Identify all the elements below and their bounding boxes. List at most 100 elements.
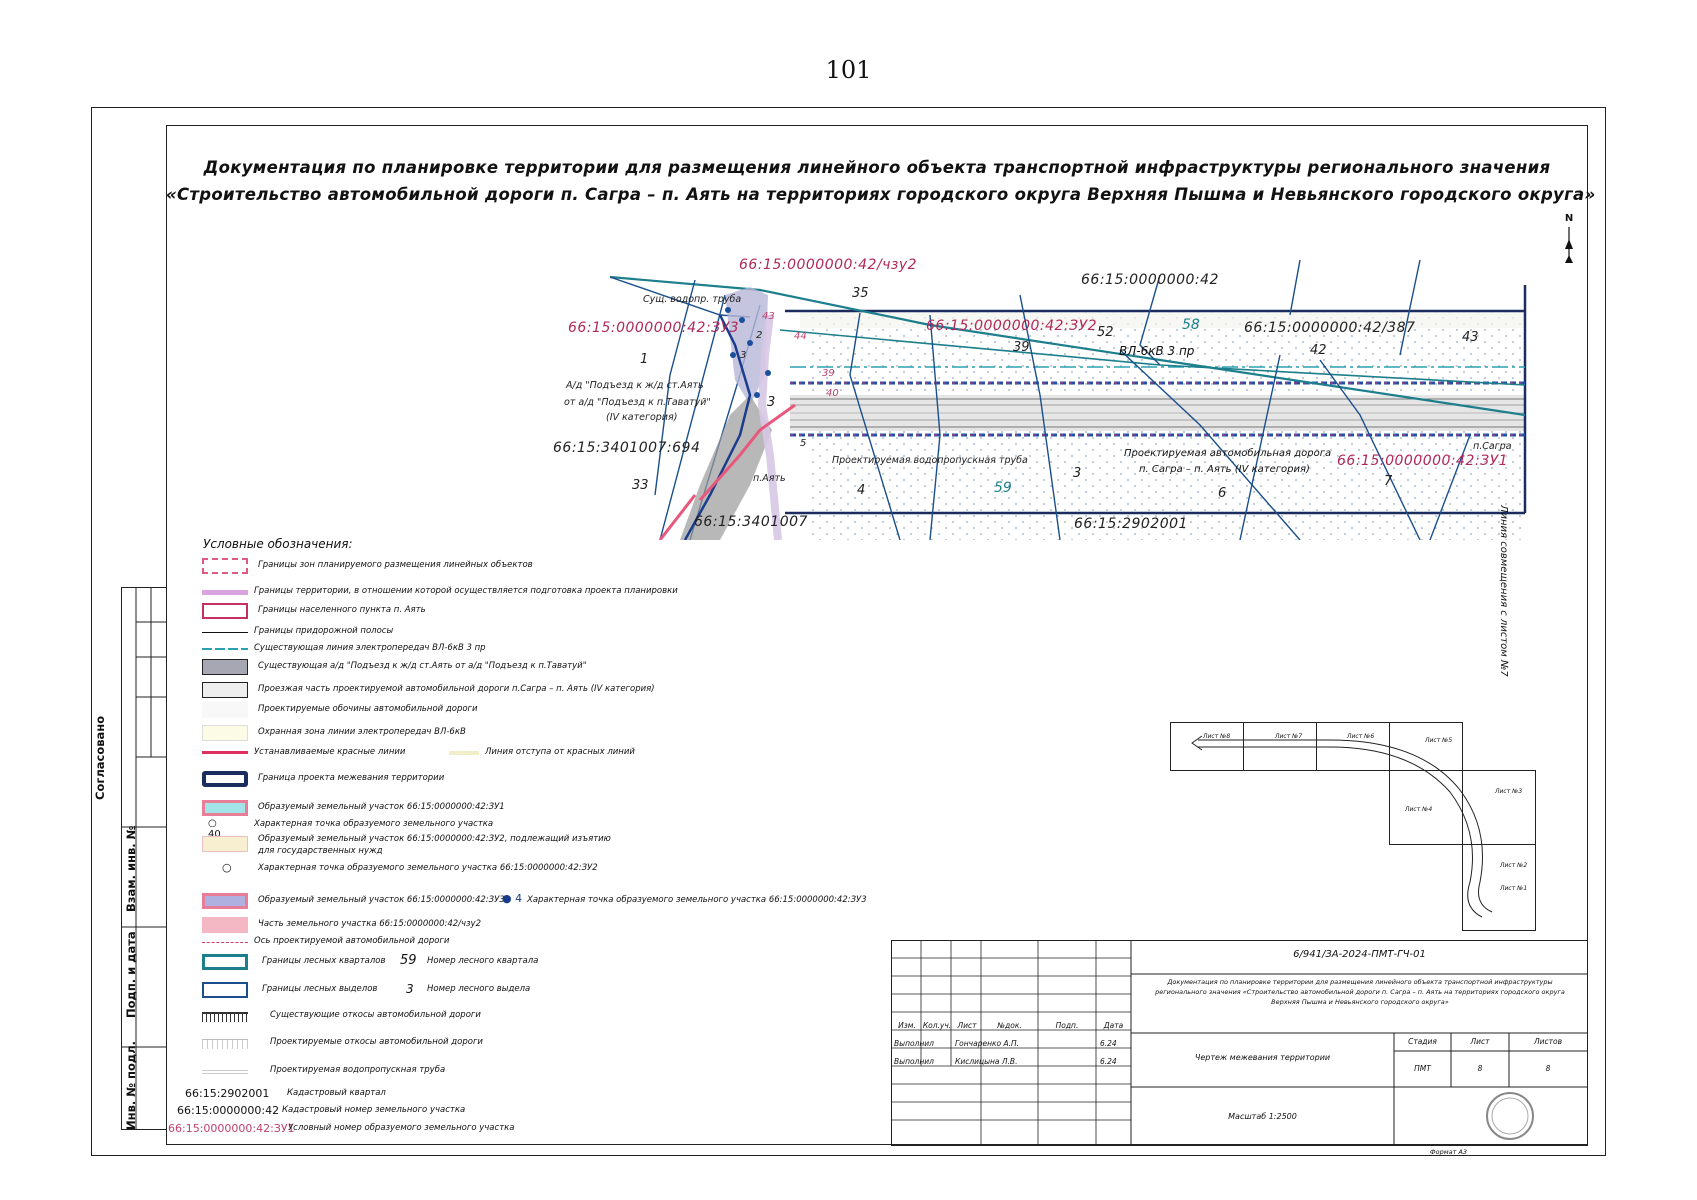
- title-line-2: «Строительство автомобильной дороги п. С…: [166, 185, 1596, 204]
- strip-sign-date: Подп. и дата: [124, 931, 138, 1018]
- label-zu2: 66:15:0000000:42:ЗУ2: [926, 318, 1098, 334]
- legend-swatch: [202, 751, 248, 754]
- legend-swatch: [202, 917, 248, 933]
- tb-header: Изм.: [898, 1021, 916, 1030]
- doc-description: Документация по планировке территории дл…: [1155, 978, 1565, 1006]
- sheet-key-map: [1170, 722, 1536, 931]
- label-chzu2: 66:15:0000000:42/чзу2: [739, 257, 918, 273]
- key-sheet-3: Лист №3: [1495, 788, 1523, 795]
- legend-swatch: [202, 800, 248, 816]
- legend-swatch: [202, 682, 248, 698]
- legend-swatch: [202, 1039, 248, 1049]
- title-line-1: Документация по планировке территории дл…: [203, 158, 1551, 177]
- doc-code: 6/941/ЗА-2024-ПМТ-ГЧ-01: [1293, 949, 1426, 960]
- legend-swatch: [449, 751, 479, 755]
- label-proj-road-1: Проектируемая автомобильная дорога: [1124, 448, 1332, 459]
- tb-header: Подп.: [1055, 1021, 1079, 1030]
- num-52: 52: [1097, 325, 1114, 340]
- page-number: 101: [825, 56, 872, 84]
- sheets-value: 8: [1545, 1064, 1551, 1073]
- stage-value: ПМТ: [1414, 1064, 1431, 1073]
- label-387: 66:15:0000000:42/387: [1244, 320, 1416, 336]
- legend-swatch: [202, 632, 248, 633]
- tb-header: Дата: [1103, 1021, 1124, 1030]
- legend-swatch: [202, 648, 248, 650]
- forest-quarter-boundary: [609, 275, 1526, 417]
- characteristic-points: [725, 307, 771, 398]
- label-zu1: 66:15:0000000:42:ЗУ1: [1337, 453, 1509, 469]
- legend-swatch: [202, 771, 248, 787]
- label-quarter-3401007: 66:15:3401007: [694, 514, 808, 530]
- tb-header: Лист: [957, 1021, 977, 1030]
- num-40: 40: [826, 388, 839, 399]
- legend-swatch: [202, 558, 248, 574]
- title-block: [891, 940, 1588, 1146]
- num-39b: 39: [1013, 340, 1030, 355]
- key-sheet-2: Лист №2: [1500, 862, 1528, 869]
- legend-title: Условные обозначения:: [203, 537, 353, 551]
- sheet-value: 8: [1477, 1064, 1483, 1073]
- num-58: 58: [1182, 317, 1200, 333]
- scale: Масштаб 1:2500: [1228, 1112, 1297, 1121]
- label-parcel-42: 66:15:0000000:42: [1081, 272, 1219, 288]
- sheets-header: Листов: [1533, 1037, 1562, 1046]
- num-1: 1: [640, 352, 649, 367]
- strip-replace-inv: Взам. инв. №: [124, 825, 138, 912]
- legend-swatch: [202, 1012, 248, 1022]
- num-59: 59: [994, 480, 1012, 496]
- label-zu3: 66:15:0000000:42:ЗУ3: [568, 320, 740, 336]
- label-existing-road-3: (IV категория): [606, 412, 678, 423]
- legend-swatch: [202, 1070, 248, 1074]
- key-sheet-4: Лист №4: [1405, 806, 1433, 813]
- legend-swatch: [202, 603, 248, 619]
- key-sheet-1: Лист №1: [1500, 885, 1528, 892]
- legend-swatch: [202, 982, 248, 998]
- legend-swatch: [202, 836, 248, 852]
- label-existing-road-2: от а/д "Подъезд к п.Таватуй": [564, 397, 711, 408]
- strip-inv-original: Инв. № подл.: [124, 1041, 138, 1130]
- legend-swatch: [202, 954, 248, 970]
- point-icon: ● 4: [502, 892, 523, 905]
- label-ayat: п.Аять: [753, 473, 786, 484]
- label-existing-road-1: А/д "Подъезд к ж/д ст.Аять: [566, 380, 704, 391]
- num-44: 44: [794, 331, 807, 342]
- legend-swatch: [202, 893, 248, 909]
- north-arrow-icon: N: [1562, 213, 1576, 269]
- paper-format: Формат А3: [1430, 1148, 1468, 1156]
- outer-frame: [91, 107, 1606, 1156]
- label-quarter-694: 66:15:3401007:694: [553, 440, 701, 456]
- tb-date: 6.24: [1100, 1057, 1117, 1066]
- tb-name: Кислицына Л.В.: [955, 1057, 1018, 1066]
- num-39a: 39: [822, 368, 835, 379]
- num-33: 33: [632, 478, 649, 493]
- label-quarter-2902001: 66:15:2902001: [1074, 516, 1188, 532]
- tb-name: Гончаренко А.П.: [955, 1039, 1020, 1048]
- num-2: 2: [756, 330, 763, 341]
- strip-agreed: Согласовано: [93, 715, 107, 800]
- tb-role: Выполнил: [894, 1057, 934, 1066]
- legend-swatch: [202, 659, 248, 675]
- label-culvert: Проектируемая водопропускная труба: [832, 455, 1028, 466]
- num-3c: 3: [1073, 466, 1082, 481]
- num-4: 4: [857, 483, 866, 498]
- combination-line-label: Линия совмещения с листом №7: [1498, 505, 1509, 677]
- num-6: 6: [1218, 486, 1227, 501]
- key-sheet-5: Лист №5: [1425, 737, 1453, 744]
- num-5: 5: [800, 438, 807, 449]
- tb-header: №док.: [997, 1021, 1022, 1030]
- num-3b: 3: [767, 395, 776, 410]
- label-sagra: п.Сагра: [1473, 441, 1512, 452]
- legend-swatch: [202, 725, 248, 741]
- sheet-header: Лист: [1470, 1037, 1490, 1046]
- intersection-zu3: [658, 287, 796, 540]
- num-35: 35: [852, 286, 869, 301]
- num-43a: 43: [762, 311, 775, 322]
- num-42: 42: [1310, 343, 1327, 358]
- tb-date: 6.24: [1100, 1039, 1117, 1048]
- key-sheet-6: Лист №6: [1347, 733, 1375, 740]
- sheet-name: Чертеж межевания территории: [1194, 1053, 1331, 1062]
- num-7: 7: [1384, 474, 1393, 489]
- legend-swatch: [202, 942, 248, 943]
- legend-swatch: [202, 590, 248, 595]
- planning-map: [609, 259, 1527, 540]
